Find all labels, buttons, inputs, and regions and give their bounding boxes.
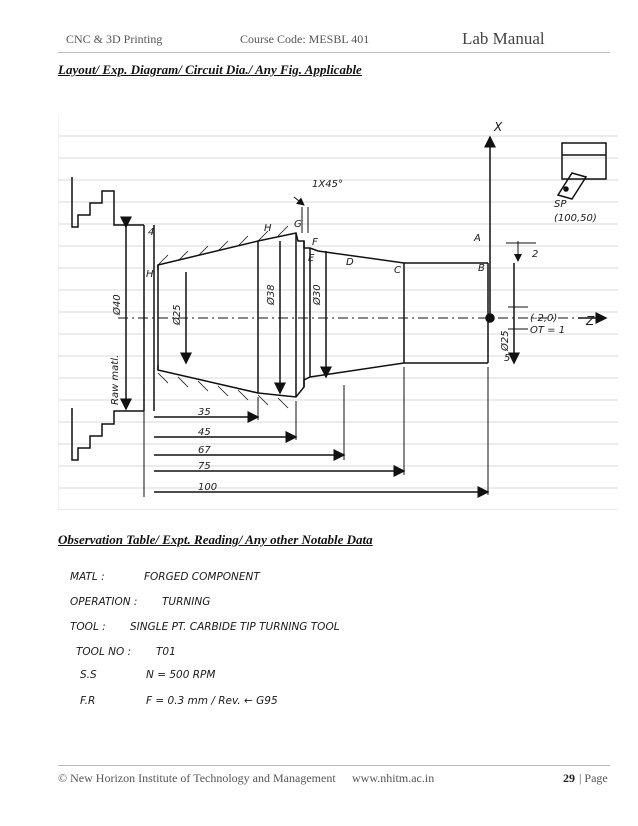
axis-z-label: Z: [585, 314, 595, 328]
note-key-feed-rate: F.R: [80, 695, 95, 707]
point-g: G: [294, 219, 302, 230]
footer-website[interactable]: www.nhitm.ac.in: [352, 771, 435, 785]
observation-heading: Observation Table/ Expt. Reading/ Any ot…: [58, 532, 373, 547]
footer-page-label: | Page: [579, 771, 608, 785]
chamfer-label: 1X45°: [312, 179, 343, 190]
header-course-code: Course Code: MESBL 401: [240, 32, 370, 46]
length-67: 67: [198, 445, 211, 456]
dia-raw-label: Ø40: [111, 294, 123, 316]
note-key-operation: OPERATION :: [70, 596, 137, 608]
footer-page-number: 29: [563, 771, 575, 785]
note-value-tool: SINGLE PT. CARBIDE TIP TURNING TOOL: [130, 621, 340, 633]
footer-institute: © New Horizon Institute of Technology an…: [58, 771, 336, 785]
dia-30-label: Ø30: [311, 284, 323, 306]
page-header: CNC & 3D Printing Course Code: MESBL 401…: [0, 29, 638, 54]
point-h-left: H: [146, 269, 154, 280]
dim-4: 4: [148, 227, 154, 238]
raw-material-label: Raw matl.: [110, 355, 121, 405]
chuck-jaw-top: [71, 177, 144, 228]
note-key-matl: MATL :: [70, 571, 105, 583]
point-b: B: [478, 263, 485, 274]
point-d: D: [346, 257, 354, 268]
sp-label: SP: [554, 199, 567, 210]
length-45: 45: [198, 427, 211, 438]
note-value-operation: TURNING: [162, 596, 210, 608]
note-value-tool-no: T01: [156, 646, 176, 658]
tool-icon: [556, 172, 588, 200]
page-footer: © New Horizon Institute of Technology an…: [58, 771, 610, 789]
length-75: 75: [198, 461, 211, 472]
point-a: A: [473, 233, 481, 244]
dia-38-label: Ø38: [265, 284, 277, 306]
length-35: 35: [198, 407, 211, 418]
offset-label: OT = 1: [530, 325, 565, 336]
dia-25-label: Ø25: [171, 304, 183, 326]
note-value-matl: FORGED COMPONENT: [144, 571, 261, 583]
point-c: C: [394, 265, 401, 276]
axis-x-label: X: [493, 120, 503, 134]
dim-2: 2: [532, 249, 538, 260]
dia-25-right-label: Ø25: [499, 330, 511, 352]
point-f: F: [312, 237, 318, 248]
note-key-tool-no: TOOL NO :: [76, 646, 131, 658]
note-key-tool: TOOL :: [70, 621, 106, 633]
ruled-paper: [58, 115, 618, 510]
point-e: E: [308, 253, 315, 264]
turning-diagram: 1X45° H G F E D C A B H 4 2 OT = 1 (-2,0…: [58, 115, 618, 510]
note-value-feed-rate: F = 0.3 mm / Rev. ← G95: [146, 695, 278, 707]
header-divider: [58, 52, 610, 53]
point-h: H: [264, 223, 272, 234]
footer-divider: [58, 765, 610, 766]
layout-heading: Layout/ Exp. Diagram/ Circuit Dia./ Any …: [58, 62, 362, 77]
dim-5: 5: [504, 353, 510, 364]
header-lab-manual: Lab Manual: [462, 29, 545, 48]
origin-label: (-2,0): [530, 313, 557, 324]
sp-coordinate: (100,50): [554, 213, 597, 224]
header-course: CNC & 3D Printing: [66, 32, 163, 46]
observation-notes: MATL : FORGED COMPONENT OPERATION : TURN…: [58, 560, 430, 718]
chuck-jaw-bottom: [71, 408, 144, 461]
length-100: 100: [198, 482, 217, 493]
note-value-spindle-speed: N = 500 RPM: [146, 669, 215, 681]
note-key-spindle-speed: S.S: [80, 669, 97, 681]
